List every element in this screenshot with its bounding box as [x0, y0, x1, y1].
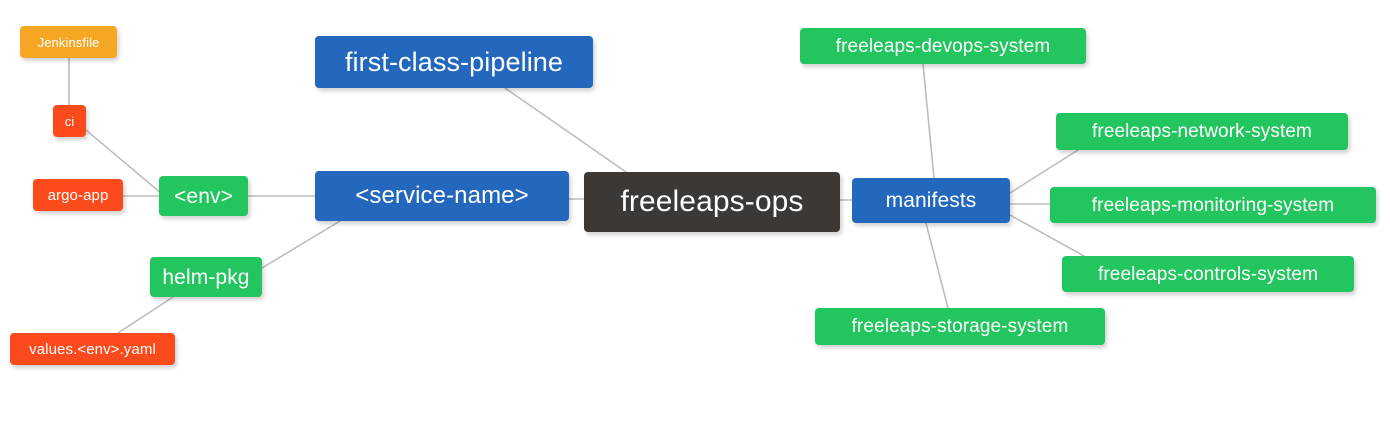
node-label-env: <env>	[174, 184, 233, 208]
node-freeleaps-controls-system[interactable]: freeleaps-controls-system	[1062, 256, 1354, 292]
node-label-values-env-yaml: values.<env>.yaml	[29, 340, 156, 358]
node-freeleaps-storage-system[interactable]: freeleaps-storage-system	[815, 308, 1105, 345]
node-first-class-pipeline[interactable]: first-class-pipeline	[315, 36, 593, 88]
node-label-freeleaps-controls-system: freeleaps-controls-system	[1097, 263, 1319, 285]
node-label-ci: ci	[64, 113, 75, 129]
node-freeleaps-ops[interactable]: freeleaps-ops	[584, 172, 840, 232]
node-service-name[interactable]: <service-name>	[315, 171, 569, 221]
node-label-freeleaps-devops-system: freeleaps-devops-system	[835, 35, 1051, 57]
node-jenkinsfile[interactable]: Jenkinsfile	[20, 26, 117, 58]
edge-helmpkg-values	[117, 296, 174, 334]
node-freeleaps-network-system[interactable]: freeleaps-network-system	[1056, 113, 1348, 150]
node-label-helm-pkg: helm-pkg	[162, 265, 250, 289]
node-argo-app[interactable]: argo-app	[33, 179, 123, 211]
node-label-argo-app: argo-app	[47, 186, 109, 204]
node-values-env-yaml[interactable]: values.<env>.yaml	[10, 333, 175, 365]
edge-pipeline-ops	[504, 87, 627, 173]
node-helm-pkg[interactable]: helm-pkg	[150, 257, 262, 297]
edge-manifests-devops	[922, 63, 935, 179]
node-label-freeleaps-storage-system: freeleaps-storage-system	[851, 316, 1069, 337]
node-label-manifests: manifests	[885, 189, 977, 212]
node-label-freeleaps-network-system: freeleaps-network-system	[1092, 121, 1312, 142]
edge-manifests-storage	[925, 222, 949, 309]
node-env[interactable]: <env>	[159, 176, 248, 216]
node-label-jenkinsfile: Jenkinsfile	[37, 34, 100, 50]
node-label-first-class-pipeline: first-class-pipeline	[344, 46, 564, 77]
node-ci[interactable]: ci	[53, 105, 86, 137]
node-label-service-name: <service-name>	[355, 182, 529, 209]
node-label-freeleaps-monitoring-system: freeleaps-monitoring-system	[1091, 194, 1335, 216]
node-manifests[interactable]: manifests	[852, 178, 1010, 223]
node-label-freeleaps-ops: freeleaps-ops	[620, 185, 804, 218]
node-freeleaps-devops-system[interactable]: freeleaps-devops-system	[800, 28, 1086, 64]
edge-servicename-helmpkg	[261, 220, 341, 269]
node-freeleaps-monitoring-system[interactable]: freeleaps-monitoring-system	[1050, 187, 1376, 223]
